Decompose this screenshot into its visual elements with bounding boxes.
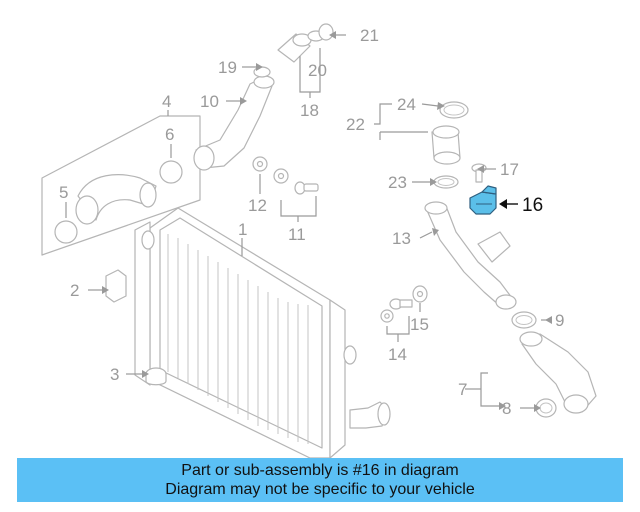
callout-19: 19 <box>218 58 237 77</box>
bolt-14 <box>389 298 413 310</box>
washer-15 <box>412 285 428 303</box>
callout-12: 12 <box>248 196 267 215</box>
callout-17: 17 <box>500 160 519 179</box>
bracket-16-highlighted <box>469 185 497 215</box>
callout-18: 18 <box>300 101 319 120</box>
clamp-23 <box>433 175 459 189</box>
intercooler-core <box>134 207 391 458</box>
nut-11 <box>273 168 289 184</box>
bracket-2 <box>105 269 127 303</box>
callout-24: 24 <box>397 95 416 114</box>
callout-3: 3 <box>110 365 119 384</box>
callout-2: 2 <box>70 281 79 300</box>
grommet-3 <box>145 367 167 386</box>
pipe-10 <box>193 75 275 171</box>
callout-10: 10 <box>200 92 219 111</box>
hose-7 <box>519 331 597 414</box>
callout-9: 9 <box>555 311 564 330</box>
callout-7: 7 <box>458 380 467 399</box>
callout-6: 6 <box>165 125 174 144</box>
banner-line-2: Diagram may not be specific to your vehi… <box>165 481 475 498</box>
pipe-13 <box>424 201 517 310</box>
callout-14: 14 <box>388 345 407 364</box>
callout-numbers: 1 2 3 4 5 6 7 8 9 10 11 12 13 14 15 16 1… <box>59 26 564 418</box>
clamp-9 <box>511 311 537 329</box>
callout-15: 15 <box>410 315 429 334</box>
banner-line-1: Part or sub-assembly is #16 in diagram <box>181 462 459 479</box>
callout-23: 23 <box>388 173 407 192</box>
callout-13: 13 <box>392 229 411 248</box>
o-ring-6 <box>159 160 183 184</box>
info-banner: Part or sub-assembly is #16 in diagram D… <box>17 458 623 502</box>
bolt-11 <box>294 181 319 195</box>
callout-4: 4 <box>162 92 171 111</box>
o-ring-5 <box>54 220 78 244</box>
clamp-24 <box>439 101 469 119</box>
hose-5 <box>75 174 157 225</box>
callout-5: 5 <box>59 183 68 202</box>
clamp-8 <box>535 398 557 418</box>
nut-12 <box>252 156 268 172</box>
callout-1: 1 <box>238 220 247 239</box>
callout-21: 21 <box>360 26 379 45</box>
leader-arrowheads <box>102 31 552 412</box>
callout-22: 22 <box>346 115 365 134</box>
hose-22 <box>431 125 461 165</box>
hose-18 <box>277 33 312 63</box>
o-ring-21 <box>318 23 334 41</box>
callout-16: 16 <box>522 195 543 216</box>
callout-8: 8 <box>502 399 511 418</box>
intercooler-fins <box>167 234 309 444</box>
callout-20: 20 <box>308 61 327 80</box>
parts-diagram: 1 2 3 4 5 6 7 8 9 10 11 12 13 14 15 16 1… <box>41 23 597 458</box>
callout-11: 11 <box>288 225 306 244</box>
nut-14 <box>380 309 394 323</box>
